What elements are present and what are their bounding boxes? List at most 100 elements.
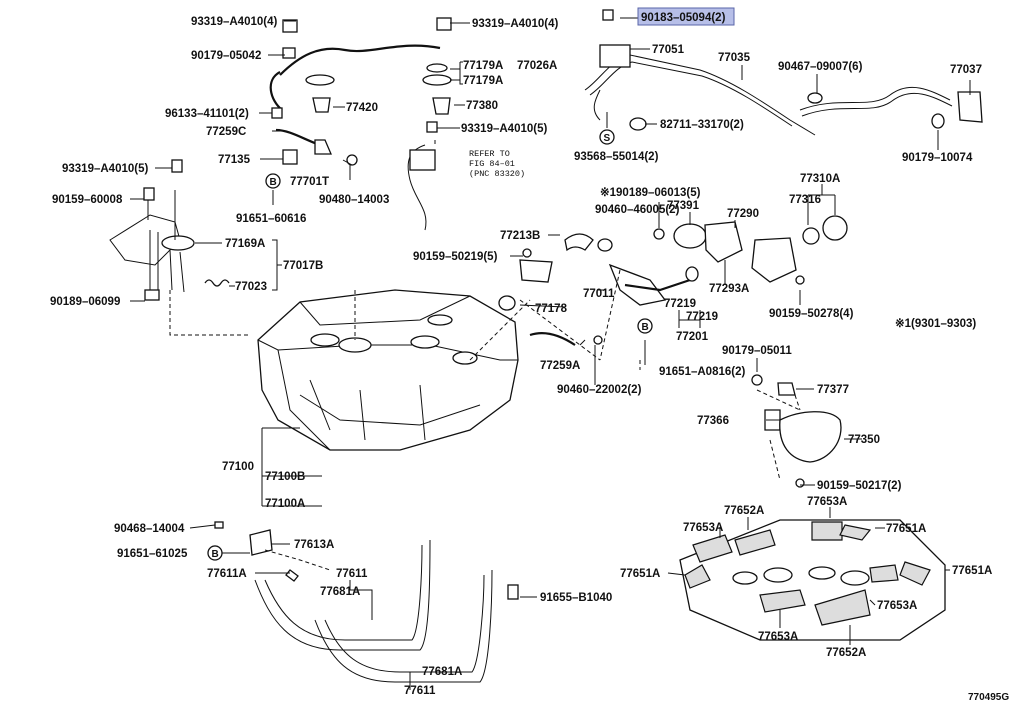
label-90468-14004: 90468–14004 xyxy=(114,523,185,535)
label-refer-to: REFER TO xyxy=(469,149,510,159)
label-77100: 77100 xyxy=(222,461,254,473)
label-77613a: 77613A xyxy=(294,539,334,551)
label-77350: 77350 xyxy=(848,434,880,446)
label-77179a-1: 77179A xyxy=(463,60,503,72)
part-labels: 93319–A4010(4) 90179–05042 96133–41101(2… xyxy=(50,12,1009,703)
label-77037: 77037 xyxy=(950,64,982,76)
label-77017b: 77017B xyxy=(283,260,323,272)
label-90179-05042: 90179–05042 xyxy=(191,50,261,62)
label-91651-61025: 91651–61025 xyxy=(117,548,188,560)
label-77651a-2: 77651A xyxy=(620,568,660,580)
label-77100b: 77100B xyxy=(265,471,305,483)
label-77611a: 77611A xyxy=(207,568,247,580)
label-pnc-83320: (PNC 83320) xyxy=(469,169,525,179)
label-77651a-1: 77651A xyxy=(886,523,926,535)
label-77178: 77178 xyxy=(535,303,568,315)
label-77290: 77290 xyxy=(727,208,759,220)
label-77653a-3: 77653A xyxy=(877,600,917,612)
label-77219-2: 77219 xyxy=(686,311,718,323)
label-77035: 77035 xyxy=(718,52,751,64)
label-77611-2: 77611 xyxy=(404,685,436,697)
label-82711-33170: 82711–33170(2) xyxy=(660,119,744,131)
label-77219-1: 77219 xyxy=(664,298,696,310)
label-77051: 77051 xyxy=(652,44,685,56)
label-77653a-2: 77653A xyxy=(683,522,723,534)
diagram-id: 770495G xyxy=(968,692,1009,703)
label-fig-84-01: FIG 84–01 xyxy=(469,159,515,169)
heat-insulator-drawing xyxy=(679,519,946,641)
label-77179a-2: 77179A xyxy=(463,75,503,87)
label-90183-05094: 90183–05094(2) xyxy=(641,12,726,24)
label-90179-10074: 90179–10074 xyxy=(902,152,973,164)
label-77701t: 77701T xyxy=(290,176,329,188)
label-90159-50217: 90159–50217(2) xyxy=(817,480,902,492)
label-91651-60616: 91651–60616 xyxy=(236,213,306,225)
label-77681a-2: 77681A xyxy=(422,666,462,678)
label-93319-a4010-5-mid: 93319–A4010(5) xyxy=(461,123,547,135)
marker-b-circle xyxy=(207,545,223,561)
label-90159-60008: 90159–60008 xyxy=(52,194,123,206)
circled-markers: B S B B xyxy=(207,129,653,561)
label-77310a: 77310A xyxy=(800,173,840,185)
label-77201: 77201 xyxy=(676,331,709,343)
label-note-range: ※1(9301–9303) xyxy=(895,317,976,330)
label-77377: 77377 xyxy=(817,384,849,396)
label-77259c: 77259C xyxy=(206,126,246,138)
label-90467-09007: 90467–09007(6) xyxy=(778,61,863,73)
label-77611-1: 77611 xyxy=(336,568,368,580)
label-77420: 77420 xyxy=(346,102,378,114)
dashed-reference-lines xyxy=(169,140,801,571)
label-77213b: 77213B xyxy=(500,230,540,242)
label-91655-b1040: 91655–B1040 xyxy=(540,592,612,604)
marker-s-1: S xyxy=(604,133,611,144)
marker-b-1: B xyxy=(270,177,277,188)
marker-b-circle xyxy=(637,318,653,334)
label-96133-41101: 96133–41101(2) xyxy=(165,108,249,120)
label-90460-46005: 90460–46005(2) xyxy=(595,204,680,216)
leader-lines xyxy=(130,17,971,690)
label-77653a-4: 77653A xyxy=(758,631,798,643)
label-77293a: 77293A xyxy=(709,283,749,295)
label-77391: 77391 xyxy=(667,200,700,212)
label-190189-06013: ※190189–06013(5) xyxy=(600,186,701,199)
filler-pipe-drawing xyxy=(584,9,983,136)
label-77652a-2: 77652A xyxy=(826,647,866,659)
label-77169a: 77169A xyxy=(225,238,265,250)
marker-b-circle xyxy=(265,173,281,189)
highlight-box xyxy=(637,7,735,26)
label-77316: 77316 xyxy=(789,194,821,206)
label-77023: 77023 xyxy=(235,281,267,293)
label-77380: 77380 xyxy=(466,100,498,112)
label-77135: 77135 xyxy=(218,154,251,166)
label-90159-50278: 90159–50278(4) xyxy=(769,308,854,320)
label-77652a-1: 77652A xyxy=(724,505,764,517)
tank-straps-drawing xyxy=(208,521,519,683)
label-93319-a4010-4-left: 93319–A4010(4) xyxy=(191,16,277,28)
marker-s-circle xyxy=(599,129,615,145)
fuel-sender-drawing xyxy=(109,159,230,301)
filler-neck-drawing xyxy=(498,215,848,346)
label-77100a: 77100A xyxy=(265,498,305,510)
label-91651-a0816: 91651–A0816(2) xyxy=(659,366,745,378)
label-93319-a4010-5-left: 93319–A4010(5) xyxy=(62,163,148,175)
label-93319-a4010-4-mid: 93319–A4010(4) xyxy=(472,18,558,30)
label-77259a: 77259A xyxy=(540,360,580,372)
label-90159-50219: 90159–50219(5) xyxy=(413,251,498,263)
label-90189-06099: 90189–06099 xyxy=(50,296,120,308)
label-77681a-1: 77681A xyxy=(320,586,360,598)
label-90460-22002: 90460–22002(2) xyxy=(557,384,642,396)
label-77011: 77011 xyxy=(583,288,615,300)
label-77653a-1: 77653A xyxy=(807,496,847,508)
marker-b-2: B xyxy=(642,322,649,333)
label-90480-14003: 90480–14003 xyxy=(319,194,389,206)
label-77026a: 77026A xyxy=(517,60,557,72)
fuel-tank-drawing xyxy=(257,289,519,451)
label-93568-55014: 93568–55014(2) xyxy=(574,151,659,163)
marker-b-3: B xyxy=(212,549,219,560)
label-77366: 77366 xyxy=(697,415,729,427)
label-90179-05011: 90179–05011 xyxy=(722,345,792,357)
vent-hoses-drawing xyxy=(269,17,452,231)
label-77651a-3: 77651A xyxy=(952,565,992,577)
